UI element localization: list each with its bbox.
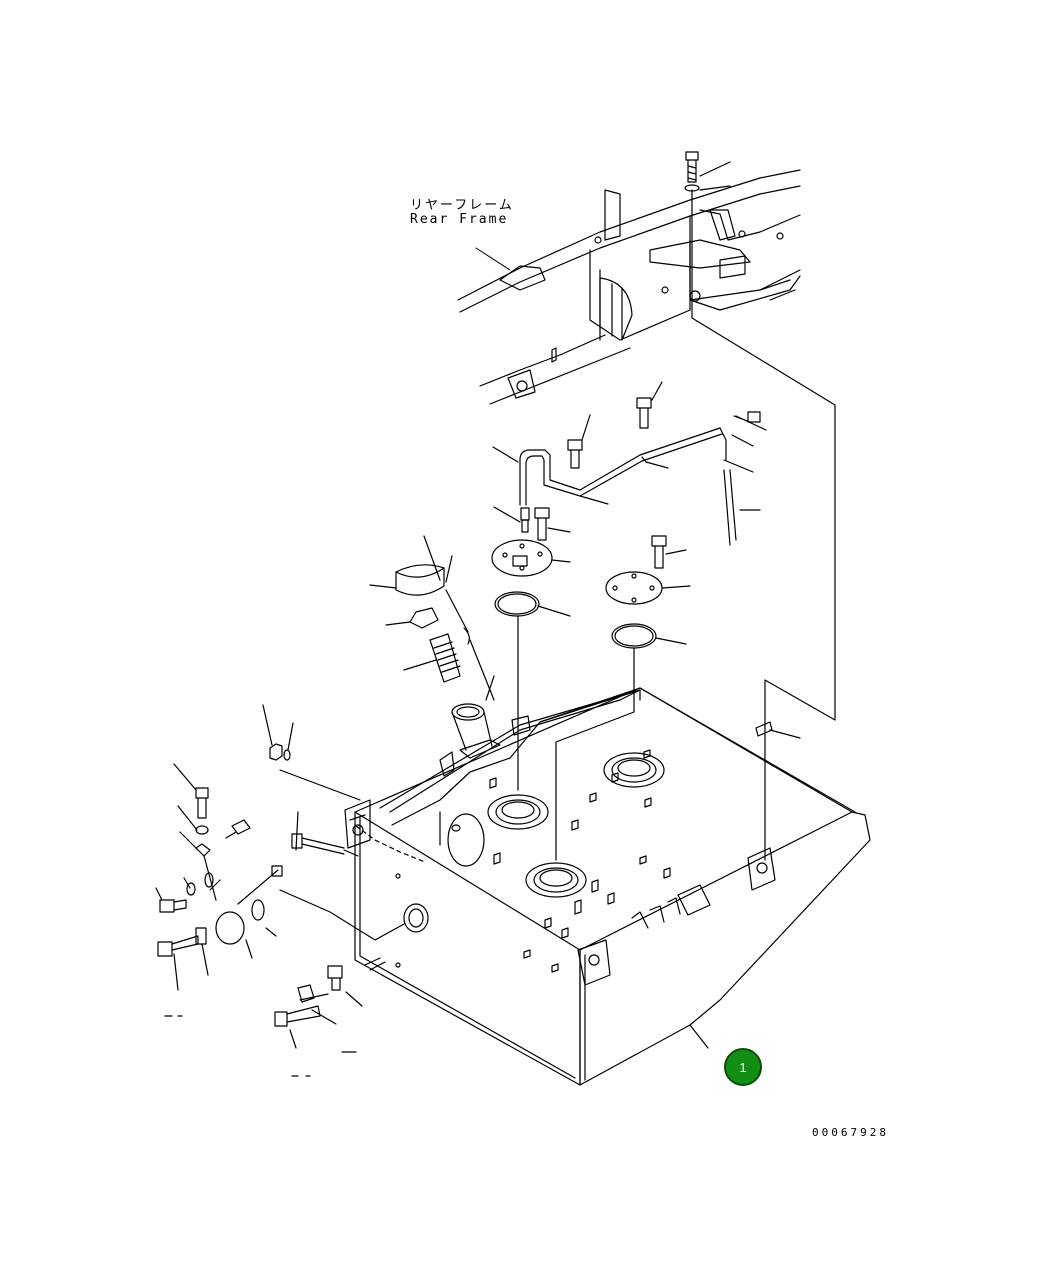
sender-cover-right	[555, 535, 691, 861]
rear-frame-label-en: Rear Frame	[410, 212, 509, 227]
tank-port-3	[525, 862, 587, 898]
filler-cap-assembly	[369, 535, 495, 751]
tank-port-1	[487, 794, 549, 830]
part-callout-badge[interactable]: 1	[724, 1048, 762, 1086]
sender-cover-left	[491, 507, 571, 791]
pipe-clamp-bolts	[567, 381, 767, 505]
filler-neck	[459, 739, 501, 759]
rear-frame	[457, 169, 801, 405]
drawing-number: 00067928	[812, 1126, 889, 1139]
rear-frame-label-jp: リヤーフレーム	[410, 198, 514, 213]
callout-leader	[689, 1024, 709, 1049]
side-parts	[155, 704, 426, 1077]
mount-bolt-line	[691, 189, 836, 861]
callout-number: 1	[739, 1059, 747, 1075]
fuel-tank	[279, 687, 871, 1086]
breather-pipe	[492, 427, 761, 546]
frame-mount-bolt	[684, 151, 731, 192]
tank-port-2	[603, 752, 665, 788]
